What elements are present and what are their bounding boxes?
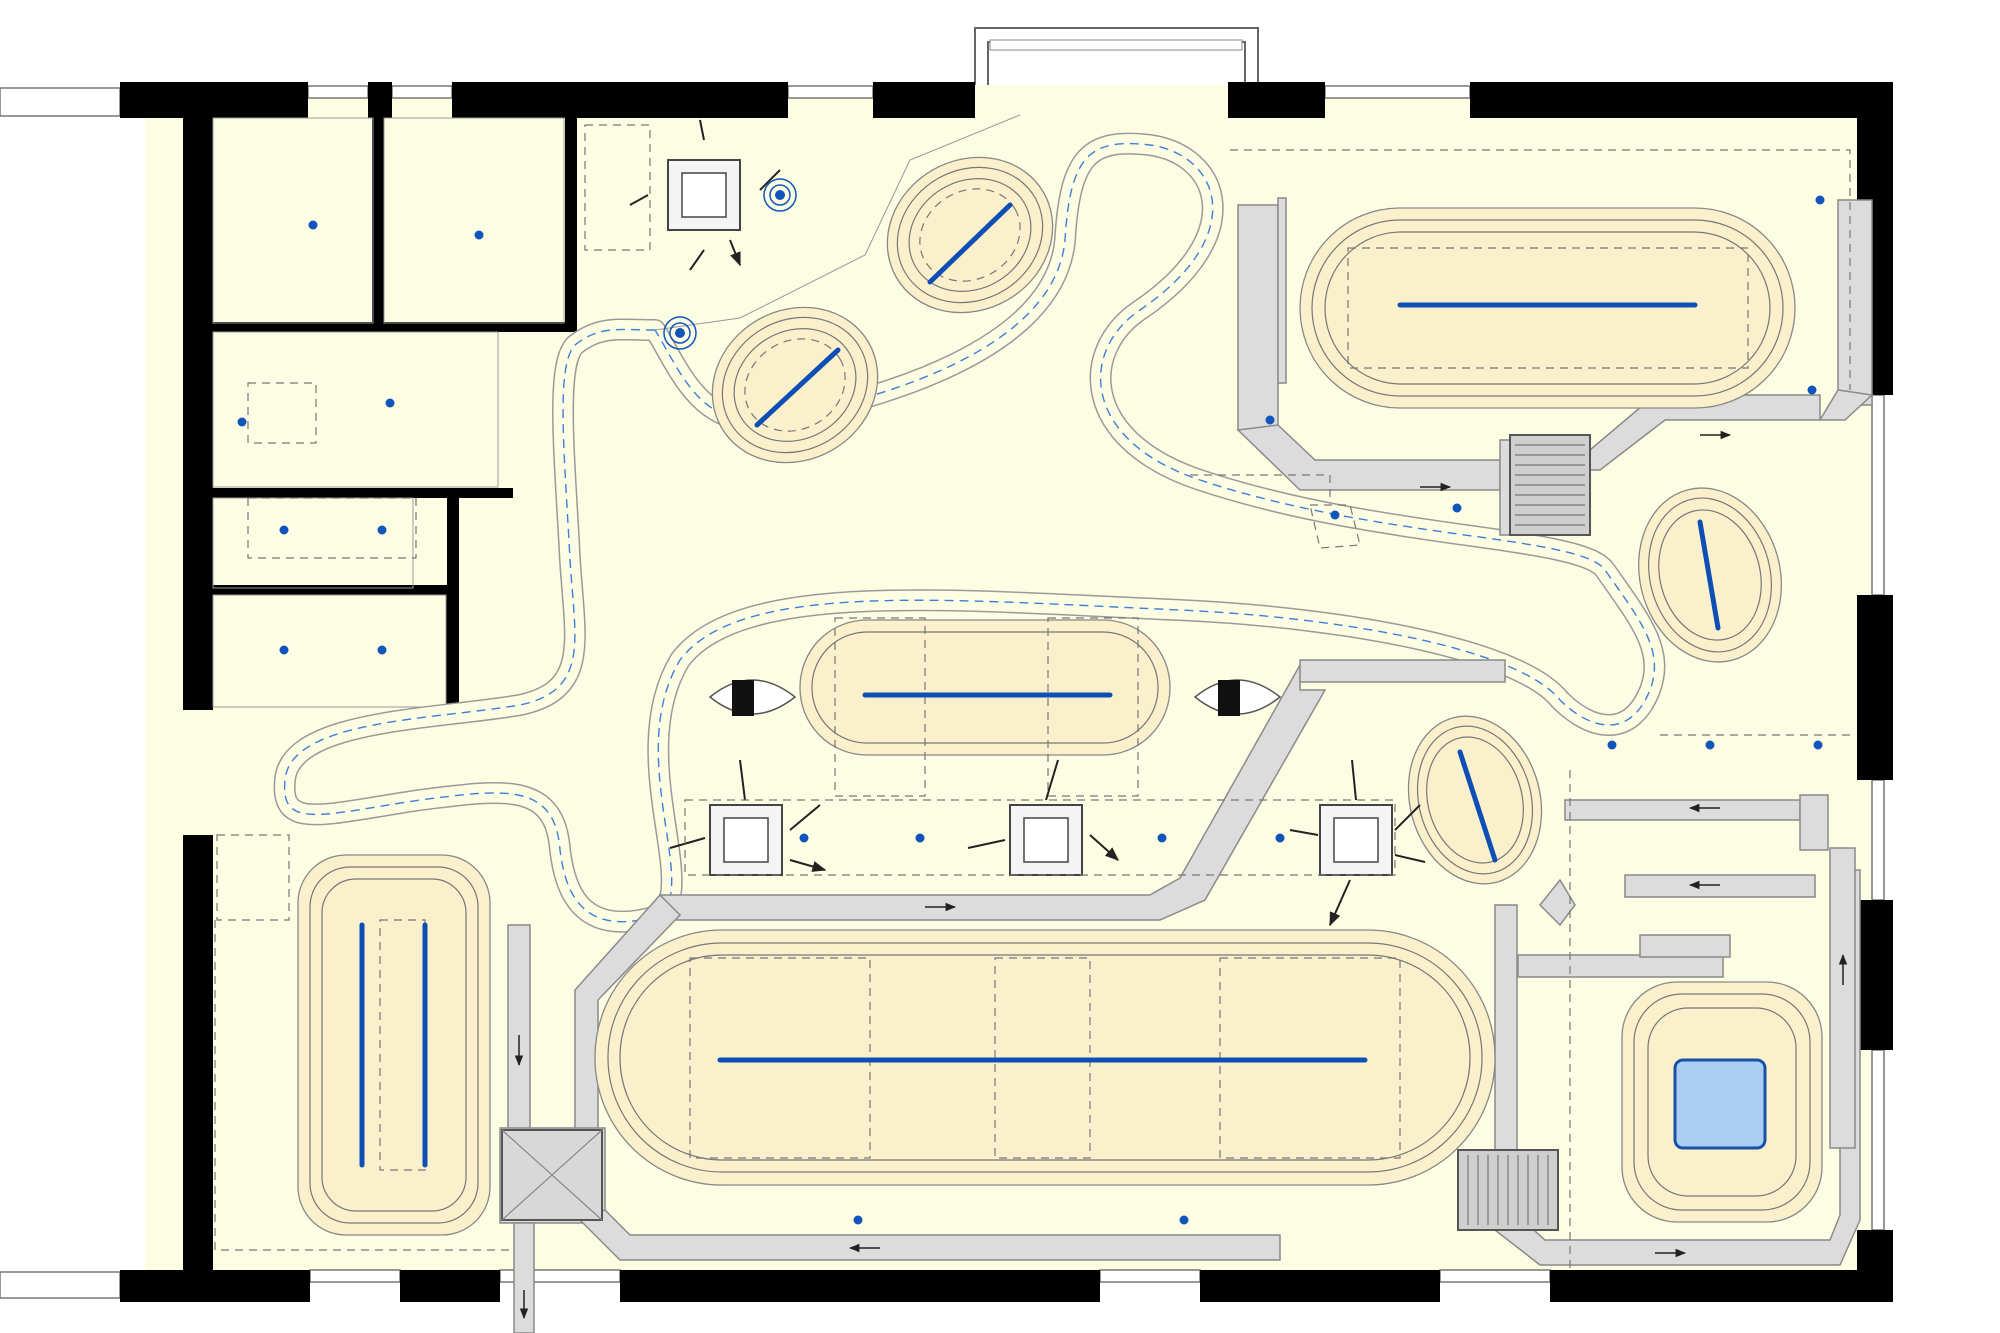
linear-lights (359, 202, 1721, 1168)
track-rail (273, 114, 1666, 933)
room-outlines (212, 117, 651, 1251)
interior-walls (213, 118, 577, 707)
windows (0, 85, 1885, 1299)
exterior-walls (120, 82, 1893, 1302)
eye-fixtures (708, 679, 1282, 716)
spot-lights (237, 195, 1825, 1225)
fan-units (501, 434, 1591, 1231)
ceiling-grid (684, 149, 1851, 1270)
skylight (1673, 1058, 1767, 1150)
air-diffusers (629, 119, 1426, 925)
recessed-speakers (663, 178, 797, 350)
flow-arrows (514, 430, 1848, 1320)
bay-window (974, 27, 1259, 85)
ceiling-panels-track (297, 207, 1823, 1236)
